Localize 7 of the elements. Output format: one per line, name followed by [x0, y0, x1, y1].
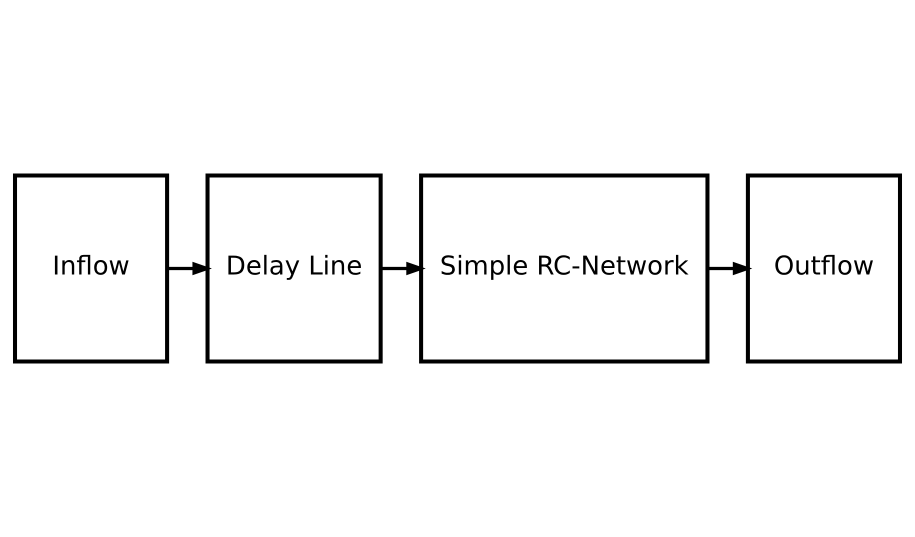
node-box: Delay Line: [206, 173, 383, 364]
node-box: Simple RC-Network: [419, 173, 710, 364]
arrow: [380, 262, 426, 276]
arrow: [708, 262, 752, 276]
node-box: Outflow: [746, 173, 902, 364]
node-box: Inflow: [12, 173, 170, 364]
arrow: [168, 262, 212, 276]
